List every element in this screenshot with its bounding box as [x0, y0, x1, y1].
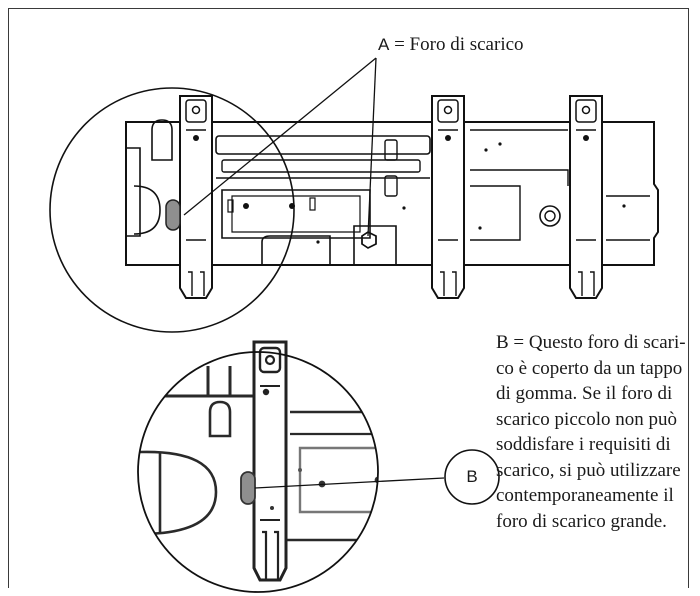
figure-frame	[8, 8, 689, 588]
description-line: co è coperto da un tappo	[496, 357, 683, 379]
label-a-letter: A	[378, 35, 390, 54]
leader-line-b	[254, 477, 445, 489]
label-a-text: = Foro di scarico	[394, 34, 524, 55]
zoomed-drain-hole	[240, 471, 256, 505]
magnifier-circle-top	[49, 87, 295, 333]
description-line: contemporaneamente il	[496, 485, 674, 506]
description-line: di gomma. Se il foro di	[496, 383, 673, 404]
leader-lines-a	[183, 57, 377, 237]
description-line: foro di scarico grande.	[496, 510, 667, 532]
callout-circle-b	[444, 449, 500, 505]
mounting-bracket-right	[569, 95, 603, 299]
description-line: B = Questo foro di scari-	[496, 332, 686, 353]
label-b-letter: B	[466, 467, 478, 486]
description-line: scarico, si può utilizzare	[496, 459, 681, 481]
zoomed-mounting-bracket	[252, 340, 288, 582]
small-drain-hole	[361, 231, 377, 249]
mounting-bracket-middle	[431, 95, 465, 299]
label-a: A = Foro di scarico	[378, 34, 524, 56]
description-text: B = Questo foro di scari- co è coperto d…	[496, 330, 686, 534]
description-line: soddisfare i requisiti di	[496, 434, 671, 455]
chassis-dots	[243, 142, 626, 244]
zoomed-detail	[138, 366, 378, 542]
description-line: scarico piccolo non può	[496, 408, 677, 430]
large-drain-hole	[165, 199, 181, 231]
magnifier-circle-bottom	[137, 351, 379, 593]
mounting-bracket-left	[179, 95, 213, 299]
